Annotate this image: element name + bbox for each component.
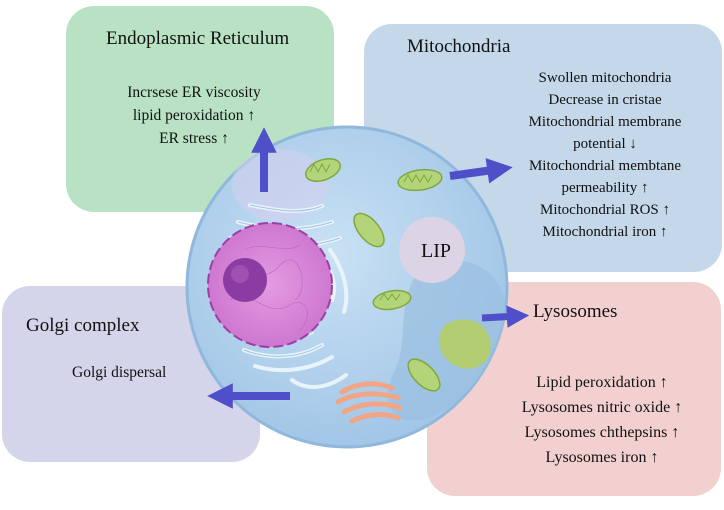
mitochondria-effect: Mitochondrial membtane xyxy=(528,158,682,174)
mitochondria-effect: Decrease in cristae xyxy=(548,92,662,108)
lysosomes-effects: Lipid peroxidation ↑ Lysosomes nitric ox… xyxy=(487,370,717,470)
lysosomes-arrow xyxy=(481,305,530,328)
er-effect: Incrsese ER viscosity xyxy=(127,84,261,101)
mitochondria-arrow xyxy=(449,158,513,184)
golgi-effects: Golgi dispersal xyxy=(72,361,166,384)
nucleus xyxy=(207,222,333,348)
er-effect: ER stress ↑ xyxy=(159,130,229,147)
mitochondria-effect: potential ↓ xyxy=(573,136,637,152)
pale-region xyxy=(232,149,328,221)
lysosomes-effect: Lysosomes nitric oxide ↑ xyxy=(521,399,683,416)
lysosome-organelle xyxy=(439,319,491,369)
lysosomes-title: Lysosomes xyxy=(533,301,618,322)
er-effect: lipid peroxidation ↑ xyxy=(132,107,256,124)
mitochondria-effect: Swollen mitochondria xyxy=(538,70,672,86)
lysosomes-effect: Lysosomes iron ↑ xyxy=(545,449,659,466)
lysosomes-effect: Lipid peroxidation ↑ xyxy=(536,374,668,391)
mitochondria-effect: Mitochondrial membrane xyxy=(528,114,682,130)
lip-label: LIP xyxy=(421,240,451,262)
er-effects: Incrsese ER viscosity lipid peroxidation… xyxy=(96,81,292,150)
er-title: Endoplasmic Reticulum xyxy=(106,28,290,49)
golgi-effect: Golgi dispersal xyxy=(72,364,167,381)
mitochondria-title: Mitochondria xyxy=(407,36,511,57)
golgi-title: Golgi complex xyxy=(26,315,140,336)
mitochondria-effect: permeability ↑ xyxy=(561,180,649,196)
mitochondria-effect: Mitochondrial iron ↑ xyxy=(542,224,668,240)
lysosomes-effect: Lysosomes chthepsins ↑ xyxy=(524,424,680,441)
lip-pool xyxy=(399,217,465,283)
golgi-apparatus xyxy=(335,381,403,424)
mitochondria-effect: Mitochondrial ROS ↑ xyxy=(540,202,670,218)
mitochondria-effects: Swollen mitochondria Decrease in cristae… xyxy=(508,67,702,243)
